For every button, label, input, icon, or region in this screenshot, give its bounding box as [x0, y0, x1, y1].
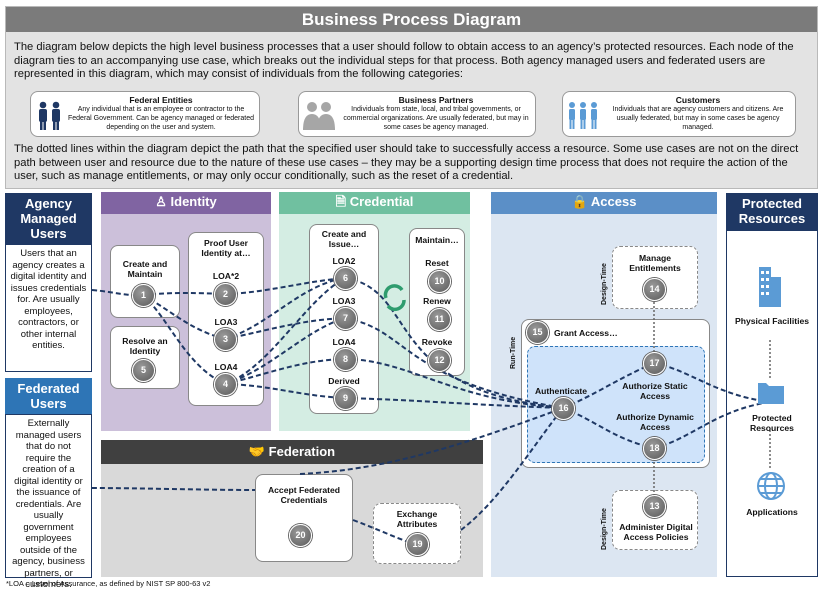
admin-policies-label: Administer Digital Access Policies	[619, 522, 693, 542]
intro-paths-text: The dotted lines within the diagram depi…	[14, 143, 799, 182]
node-11[interactable]: 11	[428, 308, 451, 331]
agency-users-title: Agency Managed Users	[5, 193, 92, 244]
page-title: Business Process Diagram	[6, 7, 817, 32]
node-2[interactable]: 2	[214, 283, 237, 306]
category-desc: Individuals that are agency customers an…	[612, 106, 784, 131]
maintain-label: Maintain…	[415, 235, 459, 245]
access-lane-header: 🔒 Access	[491, 192, 717, 214]
folder-icon	[758, 383, 784, 404]
node-1[interactable]: 1	[132, 284, 155, 307]
category-desc: Any individual that is an employee or co…	[67, 106, 254, 131]
node-6[interactable]: 6	[334, 267, 357, 290]
category-business-partners: Business Partners Individuals from state…	[298, 91, 536, 137]
loa3-credential-label: LOA3	[332, 296, 356, 306]
proof-identity-label: Proof User Identity at…	[201, 238, 251, 258]
agency-users-desc: Users that an agency creates a digital i…	[5, 244, 92, 372]
loa4-identity-label: LOA4	[214, 362, 238, 372]
protected-resources-label[interactable]: Protected Resources	[750, 413, 794, 433]
federal-people-icon	[39, 101, 60, 130]
node-13[interactable]: 13	[643, 495, 666, 518]
exchange-attributes-label: Exchange Attributes	[396, 509, 438, 529]
physical-facilities-label[interactable]: Physical Facilities	[734, 316, 810, 326]
node-17[interactable]: 17	[643, 352, 666, 375]
recycle-icon	[383, 284, 406, 312]
identity-lane-header: ♙ Identity	[101, 192, 271, 214]
protected-resources-title: Protected Resources	[726, 193, 818, 230]
node-3[interactable]: 3	[214, 328, 237, 351]
node-8[interactable]: 8	[334, 348, 357, 371]
loa2star-label: LOA*2	[212, 271, 240, 281]
customers-people-icon	[569, 102, 597, 129]
node-7[interactable]: 7	[334, 307, 357, 330]
identity-lane-title: Identity	[170, 194, 217, 209]
category-title: Federal Entities	[129, 95, 193, 105]
person-icon: ♙	[155, 194, 167, 209]
revoke-label: Revoke	[421, 337, 453, 347]
node-14[interactable]: 14	[643, 278, 666, 301]
partners-people-icon	[303, 102, 335, 130]
category-desc: Individuals from state, local, and triba…	[343, 106, 529, 131]
authenticate-label: Authenticate	[534, 386, 588, 396]
intro-panel: Business Process Diagram The diagram bel…	[5, 6, 818, 189]
loa2-credential-label: LOA2	[332, 256, 356, 266]
node-19[interactable]: 19	[406, 533, 429, 556]
globe-icon	[757, 472, 785, 500]
node-16[interactable]: 16	[552, 397, 575, 420]
node-15[interactable]: 15	[526, 321, 549, 344]
accept-federated-box	[255, 474, 353, 562]
category-title: Customers	[675, 95, 721, 105]
category-title: Business Partners	[398, 95, 474, 105]
federation-lane-header: 🤝 Federation	[101, 440, 483, 464]
create-issue-label: Create and Issue…	[321, 229, 367, 249]
access-lane-title: Access	[590, 194, 637, 209]
credential-lane-header: 🗎 Credential	[279, 192, 470, 214]
node-18[interactable]: 18	[643, 437, 666, 460]
node-10[interactable]: 10	[428, 270, 451, 293]
intro-text: The diagram below depicts the high level…	[14, 41, 794, 80]
loa3-identity-label: LOA3	[214, 317, 238, 327]
loa4-credential-label: LOA4	[332, 337, 356, 347]
node-5[interactable]: 5	[132, 359, 155, 382]
federated-users-desc: Externally managed users that do not req…	[5, 414, 92, 590]
node-12[interactable]: 12	[428, 349, 451, 372]
federated-users-title: Federated Users	[5, 378, 92, 414]
resolve-identity-label: Resolve an Identity	[122, 336, 168, 356]
category-federal-entities: Federal Entities Any individual that is …	[30, 91, 260, 137]
grant-access-label: Grant Access…	[554, 328, 618, 338]
reset-label: Reset	[425, 258, 449, 268]
node-4[interactable]: 4	[214, 373, 237, 396]
renew-label: Renew	[423, 296, 451, 306]
category-customers: Customers Individuals that are agency cu…	[562, 91, 796, 137]
handshake-icon: 🤝	[248, 444, 266, 459]
credential-lane-title: Credential	[349, 194, 414, 209]
node-20[interactable]: 20	[289, 524, 312, 547]
create-maintain-label: Create and Maintain	[122, 259, 168, 279]
applications-label[interactable]: Applications	[746, 507, 798, 517]
lock-icon: 🔒	[571, 194, 588, 209]
manage-entitlements-label: Manage Entitlements	[629, 253, 681, 273]
footnote: *LOA – Level of Assurance, as defined by…	[6, 579, 211, 588]
proof-identity-box	[188, 232, 264, 406]
derived-label: Derived	[328, 376, 360, 386]
accept-federated-label: Accept Federated Credentials	[267, 485, 341, 505]
authorize-static-label: Authorize Static Access	[622, 381, 688, 401]
node-9[interactable]: 9	[334, 387, 357, 410]
building-icon	[759, 267, 781, 307]
authorize-dynamic-label: Authorize Dynamic Access	[616, 412, 694, 432]
document-icon: 🗎	[335, 194, 347, 209]
federation-lane-title: Federation	[268, 444, 336, 459]
